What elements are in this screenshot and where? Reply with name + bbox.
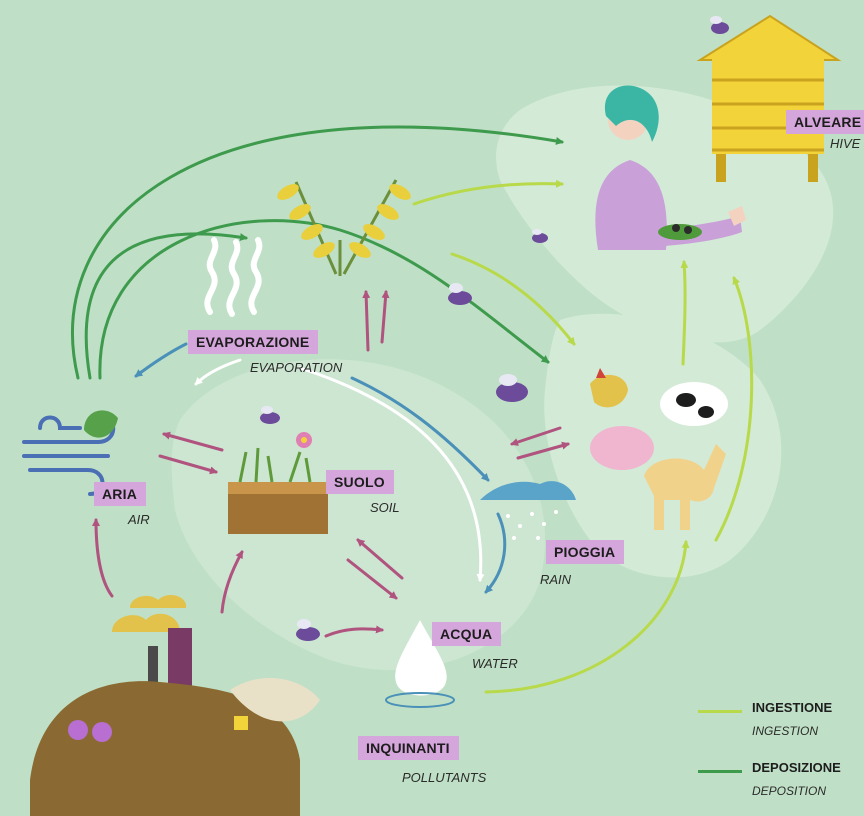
steam-icon bbox=[204, 237, 263, 317]
water-label: ACQUA bbox=[432, 622, 502, 646]
farm-animals-icon bbox=[590, 368, 728, 530]
evaporation-label: EVAPORAZIONE bbox=[188, 330, 319, 354]
air-sublabel: AIR bbox=[128, 512, 150, 527]
hive-label: ALVEARE bbox=[786, 110, 864, 134]
soil-sublabel: SOIL bbox=[370, 500, 400, 515]
water-sublabel: WATER bbox=[472, 656, 518, 671]
soil-icon bbox=[228, 432, 328, 534]
pollutants-label: INQUINANTI bbox=[358, 736, 459, 760]
leaf-icon bbox=[84, 410, 118, 438]
rain-cloud-icon bbox=[480, 481, 576, 540]
hive-icon bbox=[696, 14, 842, 182]
legend-deposition-label: DEPOSIZIONE bbox=[752, 760, 841, 775]
ingestion-arrows bbox=[412, 179, 754, 694]
rain-label: PIOGGIA bbox=[546, 540, 625, 564]
pollutants-sublabel: POLLUTANTS bbox=[402, 770, 487, 785]
water-drop-icon bbox=[385, 620, 455, 708]
plant-icon bbox=[277, 179, 411, 276]
deposition-arrows bbox=[71, 125, 564, 380]
rain-sublabel: RAIN bbox=[540, 572, 572, 587]
legend-ingestion-label: INGESTIONE bbox=[752, 700, 833, 715]
legend-deposition-line bbox=[698, 770, 742, 773]
white-arrows bbox=[194, 358, 485, 582]
bee-icon bbox=[260, 16, 729, 641]
legend-deposition-sublabel: DEPOSITION bbox=[752, 784, 827, 798]
legend-ingestion-sublabel: INGESTION bbox=[752, 724, 819, 738]
legend-ingestion-line bbox=[698, 710, 742, 713]
landfill-icon bbox=[30, 677, 320, 816]
evaporation-sublabel: EVAPORATION bbox=[250, 360, 343, 375]
blue-arrows bbox=[134, 342, 507, 594]
pink-arrows bbox=[92, 290, 570, 638]
beekeeper-icon bbox=[595, 85, 746, 250]
hive-sublabel: HIVE bbox=[830, 136, 861, 151]
soil-label: SUOLO bbox=[326, 470, 394, 494]
air-label: ARIA bbox=[94, 482, 147, 506]
